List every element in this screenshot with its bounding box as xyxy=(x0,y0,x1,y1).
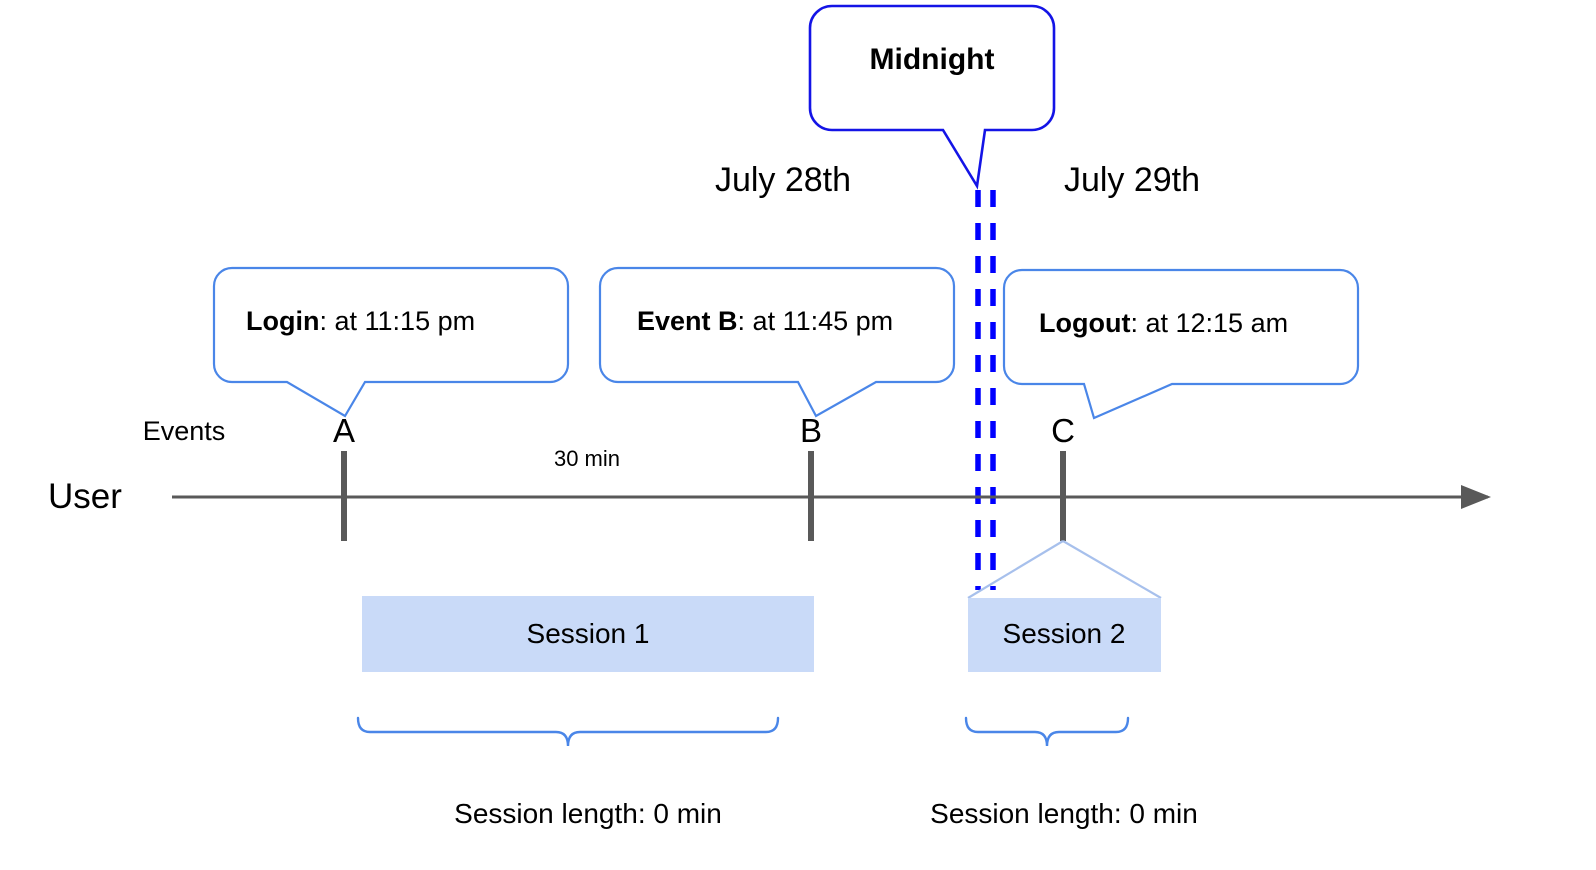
session-bar-2 xyxy=(968,598,1161,672)
midnight-label: Midnight xyxy=(869,43,995,76)
callout-text-login: Login: at 11:15 pm xyxy=(246,308,475,335)
session-length-label-2: Session length: 0 min xyxy=(930,798,1198,829)
marker-label-b: B xyxy=(799,412,823,449)
session-label-2: Session 2 xyxy=(1002,618,1126,649)
callout-time-event-b: at 11:45 pm xyxy=(752,306,894,336)
callout-text-event-b: Event B: at 11:45 pm xyxy=(637,308,893,335)
session-2-brace xyxy=(964,716,1130,747)
date-label-july-28: July 28th xyxy=(714,161,852,199)
callout-colon-logout: : xyxy=(1130,308,1146,338)
marker-label-a: A xyxy=(332,412,356,449)
callout-shape-logout xyxy=(1002,268,1360,420)
callout-text-logout: Logout: at 12:15 am xyxy=(1039,310,1288,337)
callout-name-event-b: Event B xyxy=(637,306,738,336)
marker-label-c: C xyxy=(1051,412,1075,449)
session-1-brace xyxy=(356,716,780,747)
row-label-user: User xyxy=(48,477,122,516)
callout-colon-event-b: : xyxy=(737,306,753,336)
callout-colon-login: : xyxy=(319,306,335,336)
callout-time-login: at 11:15 pm xyxy=(334,306,476,336)
session-label-1: Session 1 xyxy=(526,618,650,649)
session-length-label-1: Session length: 0 min xyxy=(454,798,722,829)
session-2-connector-left xyxy=(967,540,1064,599)
callout-time-logout: at 12:15 am xyxy=(1145,308,1289,338)
duration-label-30-min: 30 min xyxy=(553,446,621,471)
callout-shape-login xyxy=(212,266,570,418)
session-bar-1 xyxy=(362,596,814,672)
callout-shape-event-b xyxy=(598,266,956,418)
date-label-july-29: July 29th xyxy=(1063,161,1201,199)
row-label-events: Events xyxy=(142,416,226,446)
session-2-connector-right xyxy=(1062,540,1162,599)
midnight-callout-shape xyxy=(808,4,1056,190)
callout-name-logout: Logout xyxy=(1039,308,1131,338)
callout-name-login: Login xyxy=(246,306,320,336)
